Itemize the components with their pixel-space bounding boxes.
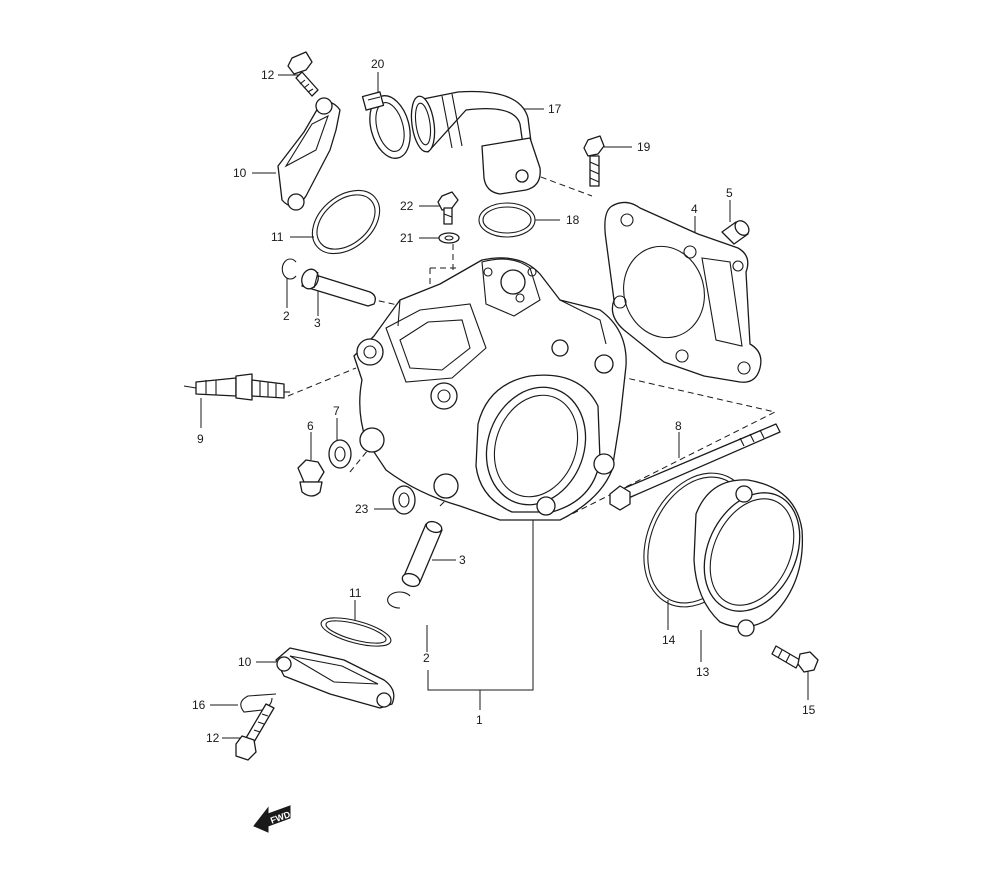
cover-top bbox=[277, 97, 341, 211]
callout-10-lower: 10 bbox=[238, 655, 252, 669]
callout-15: 15 bbox=[802, 703, 816, 717]
callout-6: 6 bbox=[307, 419, 314, 433]
callout-16: 16 bbox=[192, 698, 206, 712]
callout-1: 1 bbox=[476, 713, 483, 727]
callout-19: 19 bbox=[637, 140, 651, 154]
head-gasket bbox=[604, 201, 762, 383]
callout-22: 22 bbox=[400, 199, 414, 213]
cylinder-head bbox=[353, 257, 627, 521]
cover-lower bbox=[275, 647, 395, 709]
callout-3-lower: 3 bbox=[459, 553, 466, 567]
bolt-19 bbox=[583, 135, 605, 187]
bolt-lower bbox=[235, 703, 275, 761]
callout-10-top: 10 bbox=[233, 166, 247, 180]
callout-11-lower: 11 bbox=[349, 586, 362, 600]
callout-14: 14 bbox=[662, 633, 676, 647]
callout-21: 21 bbox=[400, 231, 414, 245]
fwd-label: FWD bbox=[269, 809, 292, 826]
callout-9: 9 bbox=[197, 432, 204, 446]
cap-nut bbox=[297, 459, 325, 497]
callout-8: 8 bbox=[675, 419, 682, 433]
fwd-arrow-icon: FWD bbox=[253, 805, 292, 833]
valve-guide-lower bbox=[401, 520, 443, 588]
dowel-pin bbox=[721, 220, 750, 245]
circlip-lower bbox=[387, 591, 411, 609]
washer-23 bbox=[392, 485, 416, 515]
callout-2-lower: 2 bbox=[423, 651, 430, 665]
callout-11-top: 11 bbox=[271, 230, 284, 244]
spark-plug bbox=[183, 373, 290, 401]
callout-12-lower: 12 bbox=[206, 731, 220, 745]
callout-13: 13 bbox=[696, 665, 710, 679]
circlip-top bbox=[281, 258, 297, 280]
callout-23: 23 bbox=[355, 502, 369, 516]
callout-7: 7 bbox=[333, 404, 340, 418]
washer-21 bbox=[438, 232, 460, 244]
callout-20: 20 bbox=[371, 57, 385, 71]
callout-5: 5 bbox=[726, 186, 733, 200]
washer-7 bbox=[328, 439, 352, 469]
stud-bolt bbox=[609, 423, 781, 511]
callout-labels: 1 2 2 3 3 4 5 6 7 8 9 10 10 11 11 12 12 … bbox=[192, 57, 816, 745]
bolt-22 bbox=[437, 191, 459, 225]
bolt-15 bbox=[771, 645, 819, 673]
wire-clip bbox=[240, 693, 277, 713]
hose-clamp bbox=[361, 91, 411, 159]
bolt-top bbox=[287, 51, 319, 97]
callout-12-top: 12 bbox=[261, 68, 275, 82]
side-cover bbox=[693, 479, 804, 637]
o-ring-lower bbox=[320, 617, 392, 647]
callout-2-top: 2 bbox=[283, 309, 290, 323]
inlet-pipe bbox=[410, 90, 541, 195]
valve-guide-top bbox=[301, 268, 376, 307]
callout-17: 17 bbox=[548, 102, 562, 116]
o-ring-top bbox=[311, 189, 381, 255]
callout-4: 4 bbox=[691, 202, 698, 216]
callout-18: 18 bbox=[566, 213, 580, 227]
o-ring-18 bbox=[478, 202, 536, 238]
callout-3-top: 3 bbox=[314, 316, 321, 330]
